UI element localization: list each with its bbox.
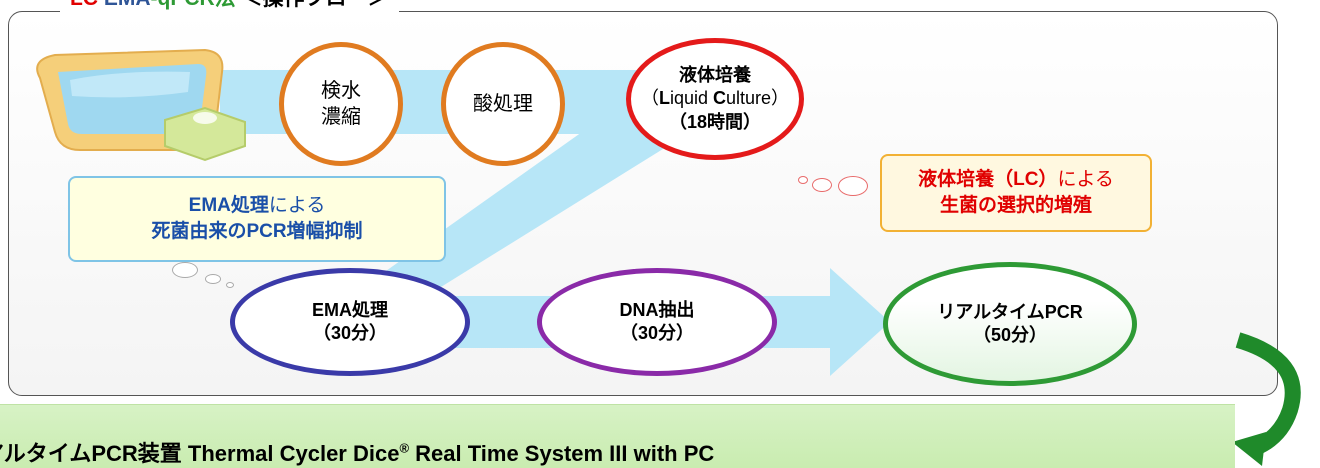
node-sample-concentration: 検水 濃縮	[279, 42, 403, 166]
node-ema-treatment: EMA処理 （30分）	[230, 268, 470, 376]
equipment-bar	[0, 404, 1235, 468]
node-acid-treatment-label: 酸処理	[473, 93, 533, 115]
thought-bubble-large	[172, 262, 198, 278]
callout-ema-line1: EMA処理による	[189, 193, 326, 219]
registered-mark: ®	[399, 440, 410, 456]
callout-lc-plain: による	[1057, 169, 1114, 191]
node-dna-extraction-duration: （30分）	[619, 323, 695, 343]
thought-bubble-lc-medium	[812, 178, 832, 192]
water-basin-illustration	[36, 48, 246, 162]
thought-bubble-lc-large	[838, 176, 868, 196]
node-liquid-culture: 液体培養 （Liquid Culture） （18時間）	[626, 38, 804, 160]
node-dna-extraction: DNA抽出 （30分）	[537, 268, 777, 376]
thought-bubble-medium	[205, 274, 221, 284]
thought-bubble-small	[226, 282, 234, 288]
equipment-label-main: アルタイムPCR装置 Thermal Cycler Dice	[0, 441, 400, 466]
equipment-label-model: Real Time System III with PC	[409, 441, 715, 466]
culture-paren-open: （	[640, 88, 659, 109]
title-flow: ＜操作フロー＞	[242, 0, 389, 10]
callout-lc-line1: 液体培養（LC）による	[918, 167, 1114, 193]
node-ema-treatment-duration: （30分）	[312, 323, 388, 343]
node-realtime-pcr-duration: （50分）	[972, 325, 1048, 345]
node-dna-extraction-line1: DNA抽出	[619, 299, 695, 320]
node-realtime-pcr-line1: リアルタイムPCR	[937, 301, 1083, 322]
culture-initial-c: C	[713, 88, 726, 109]
callout-ema-bold: EMA処理	[188, 195, 269, 217]
thought-bubble-lc-small	[798, 176, 808, 184]
culture-iquid: iquid	[669, 88, 713, 109]
node-ema-treatment-line1: EMA処理	[312, 299, 388, 320]
callout-lc-effect: 液体培養（LC）による 生菌の選択的増殖	[880, 154, 1152, 232]
title-ema: EMA	[104, 0, 151, 10]
callout-ema-line2: 死菌由来のPCR増幅抑制	[151, 221, 363, 242]
node-liquid-culture-duration: （18時間）	[668, 111, 762, 132]
title-qpcr: -qPCR法	[151, 0, 236, 10]
culture-initial-l: L	[658, 88, 670, 109]
culture-ulture: ulture）	[726, 88, 790, 109]
node-acid-treatment: 酸処理	[441, 42, 565, 166]
callout-lc-line2: 生菌の選択的増殖	[939, 195, 1092, 216]
callout-lc-bold: 液体培養（LC）	[918, 169, 1058, 191]
node-liquid-culture-line2: （Liquid Culture）	[641, 87, 789, 110]
title-lc: LC	[70, 0, 98, 10]
callout-ema-plain: による	[268, 195, 326, 217]
node-liquid-culture-line1: 液体培養	[679, 64, 751, 85]
rotate-arrow-icon	[1232, 332, 1301, 466]
callout-ema-effect: EMA処理による 死菌由来のPCR増幅抑制	[68, 176, 446, 262]
node-sample-concentration-line2: 濃縮	[321, 106, 361, 128]
page-title: LC EMA-qPCR法 ＜操作フロー＞	[60, 0, 399, 14]
equipment-label: アルタイムPCR装置 Thermal Cycler Dice® Real Tim…	[0, 436, 714, 468]
node-sample-concentration-line1: 検水	[321, 80, 361, 102]
node-realtime-pcr: リアルタイムPCR （50分）	[883, 262, 1137, 386]
